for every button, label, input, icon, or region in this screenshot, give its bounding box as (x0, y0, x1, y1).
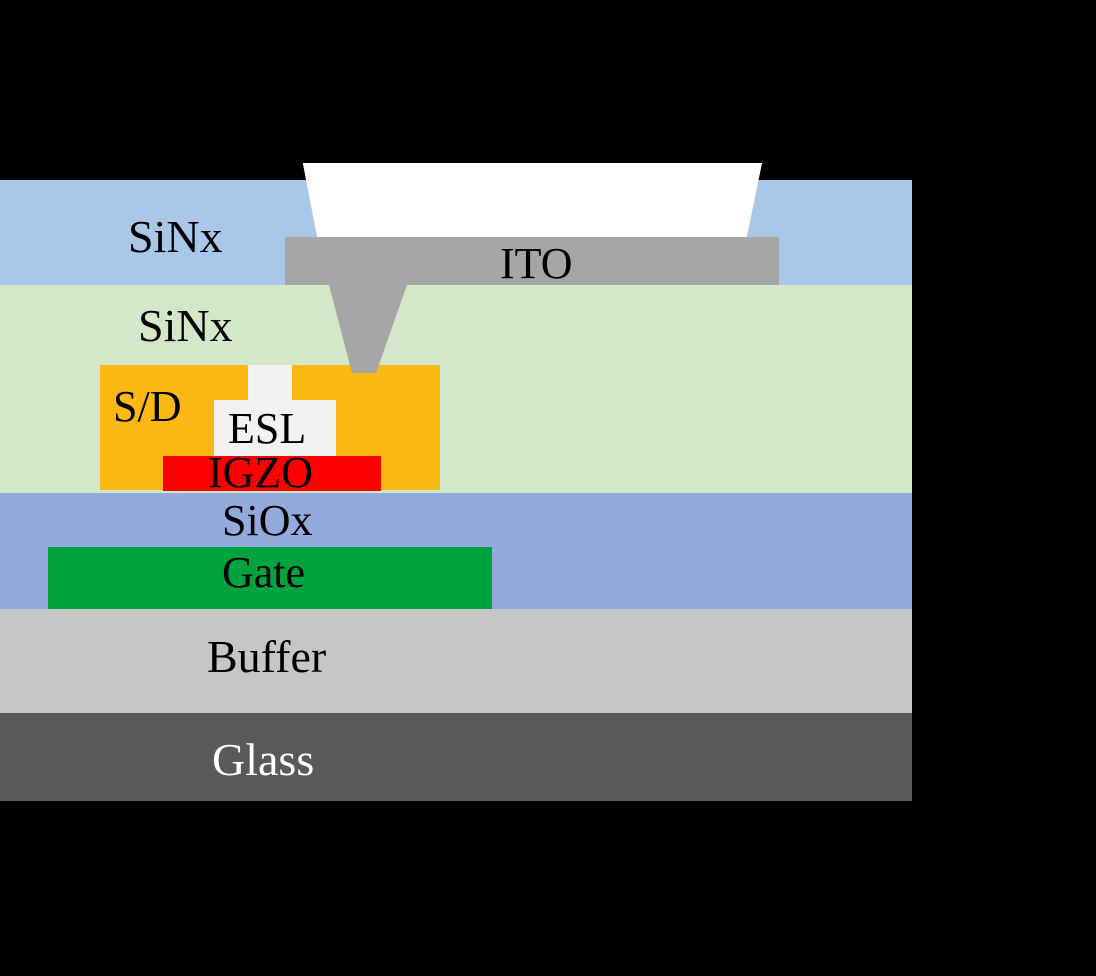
gate-electrode (48, 547, 492, 609)
label-source-drain: S/D (113, 382, 182, 431)
label-ito: ITO (500, 239, 573, 288)
label-esl: ESL (228, 404, 307, 453)
ito-electrode (285, 237, 779, 285)
label-glass: Glass (212, 734, 315, 785)
label-siox: SiOx (222, 496, 313, 545)
passivation-opening (302, 163, 763, 237)
layer-buffer (0, 609, 912, 713)
label-passivation-sinx: SiNx (128, 211, 223, 262)
label-gate: Gate (222, 548, 306, 597)
igzo-active-layer (163, 456, 381, 491)
label-interlayer-sinx: SiNx (138, 300, 233, 351)
layer-glass-substrate (0, 713, 912, 801)
label-igzo: IGZO (208, 448, 314, 497)
label-buffer: Buffer (207, 631, 327, 682)
